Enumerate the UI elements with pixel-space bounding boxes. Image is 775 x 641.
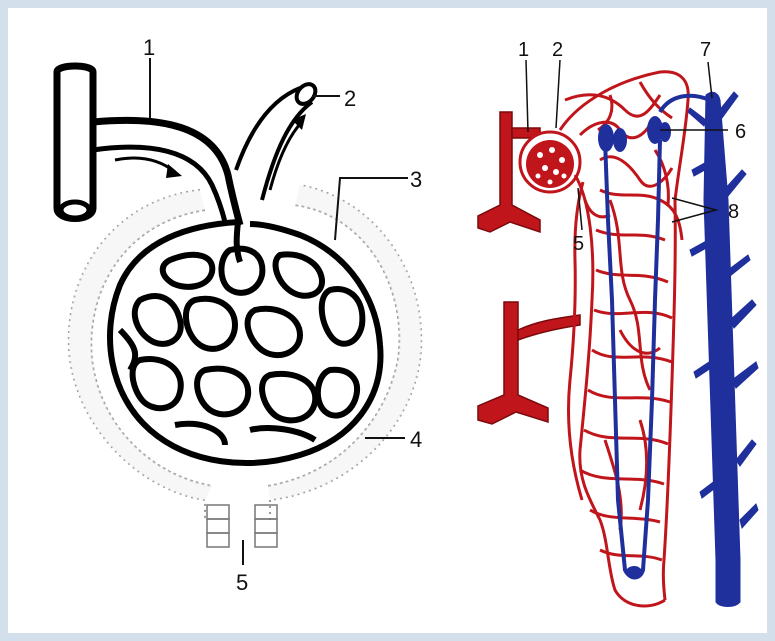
left-label-5: 5 [236,570,248,595]
afferent-arteriole-end [61,202,89,218]
right-label-7: 7 [700,39,711,61]
left-label-2: 2 [344,86,356,111]
left-label-4: 4 [410,427,422,452]
vein-arc [660,96,710,112]
right-label-6: 6 [735,121,746,143]
efferent-arteriole-end [293,80,319,107]
glomerular-capillaries [110,222,380,463]
interlobular-vein [688,92,758,607]
nephron-blood-supply-diagram: 1 2 5 6 7 8 [478,39,758,607]
afferent-arteriole-vertical [57,66,93,219]
right-label-2: 2 [552,39,563,61]
glomerulus-diagram: 1 2 3 4 5 [57,35,422,595]
afferent-flow-arrow [115,158,175,172]
afferent-arrow-head [166,164,182,178]
right-label-8: 8 [728,201,739,223]
right-label-5: 5 [573,233,584,255]
left-label-1: 1 [143,35,155,60]
right-label-1: 1 [518,39,529,61]
left-label-3: 3 [410,167,422,192]
